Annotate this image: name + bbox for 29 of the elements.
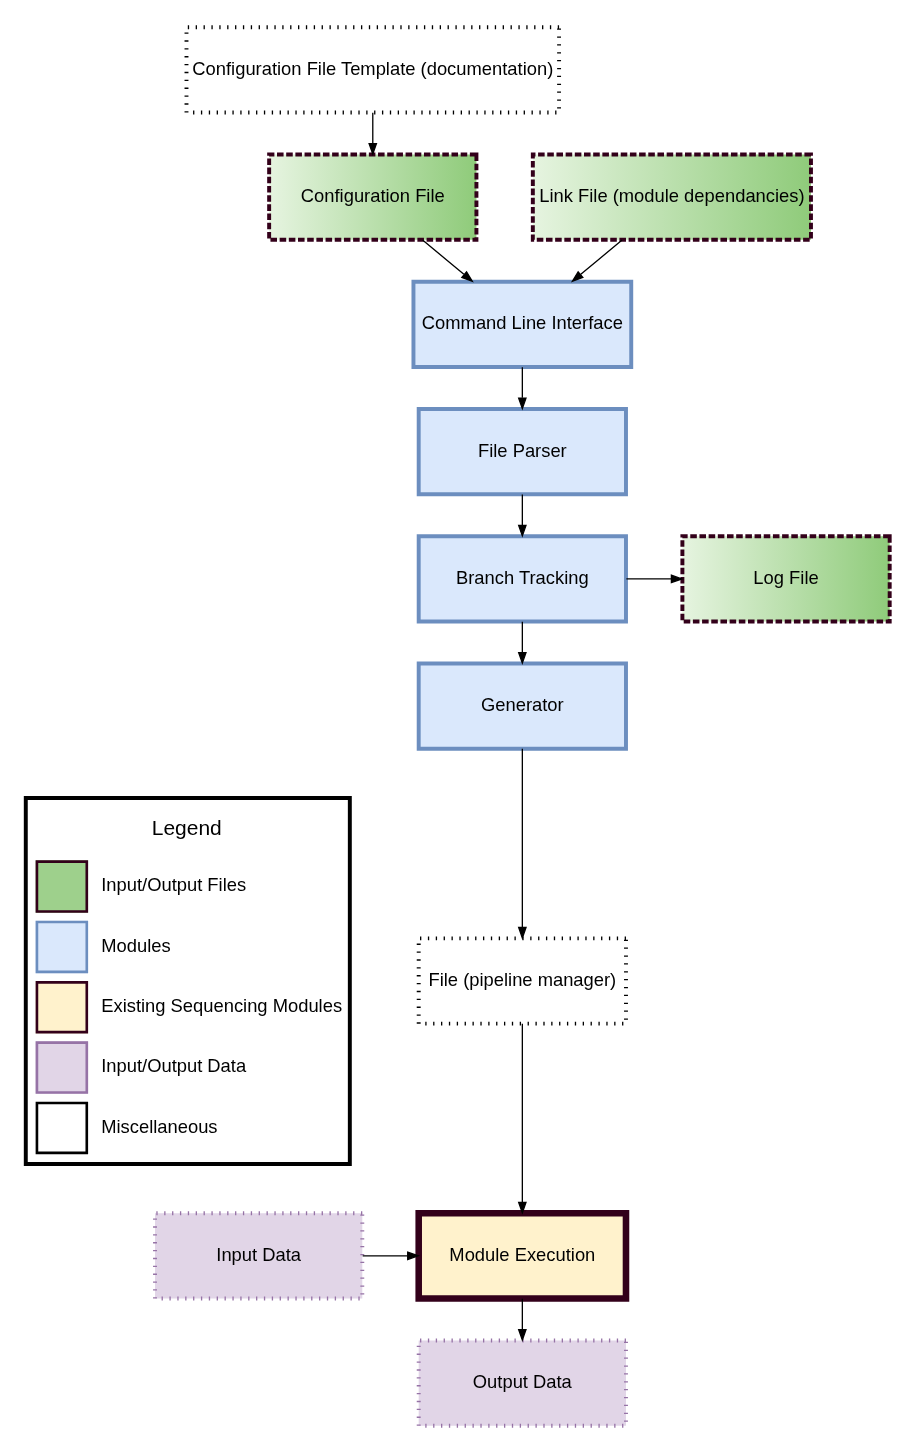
arrow [517, 747, 527, 940]
node-box: Module Execution [415, 1209, 630, 1302]
arrow [517, 620, 527, 665]
node-box: File Parser [416, 406, 628, 496]
arrow [570, 238, 623, 283]
arrow [517, 1297, 527, 1342]
arrow [625, 573, 684, 583]
node-box: Log File [680, 533, 892, 623]
node-box: Configuration File Template (documentation) [184, 24, 562, 114]
node-box: Configuration File [267, 152, 479, 242]
node-box: Output Data [416, 1338, 628, 1428]
legend-label: Modules [101, 934, 171, 956]
arrow [368, 111, 378, 156]
node-box: Command Line Interface [411, 279, 634, 369]
arrow [517, 1022, 527, 1215]
legend-label: Input/Output Files [101, 873, 247, 895]
arrow [517, 493, 527, 538]
node-box: Branch Tracking [416, 533, 628, 623]
node-box: Generator [416, 661, 628, 751]
legend-label: Input/Output Data [101, 1054, 247, 1076]
node-box: File (pipeline manager) [416, 935, 628, 1026]
legend-label: Miscellaneous [101, 1115, 218, 1137]
arrow [421, 238, 474, 283]
legend-label: Existing Sequencing Modules [101, 994, 343, 1016]
node-box: Input Data [153, 1210, 365, 1300]
arrow [517, 366, 527, 411]
arrow [362, 1250, 421, 1260]
node-box: Link File (module dependancies) [530, 152, 813, 242]
label: Legend [151, 815, 222, 839]
